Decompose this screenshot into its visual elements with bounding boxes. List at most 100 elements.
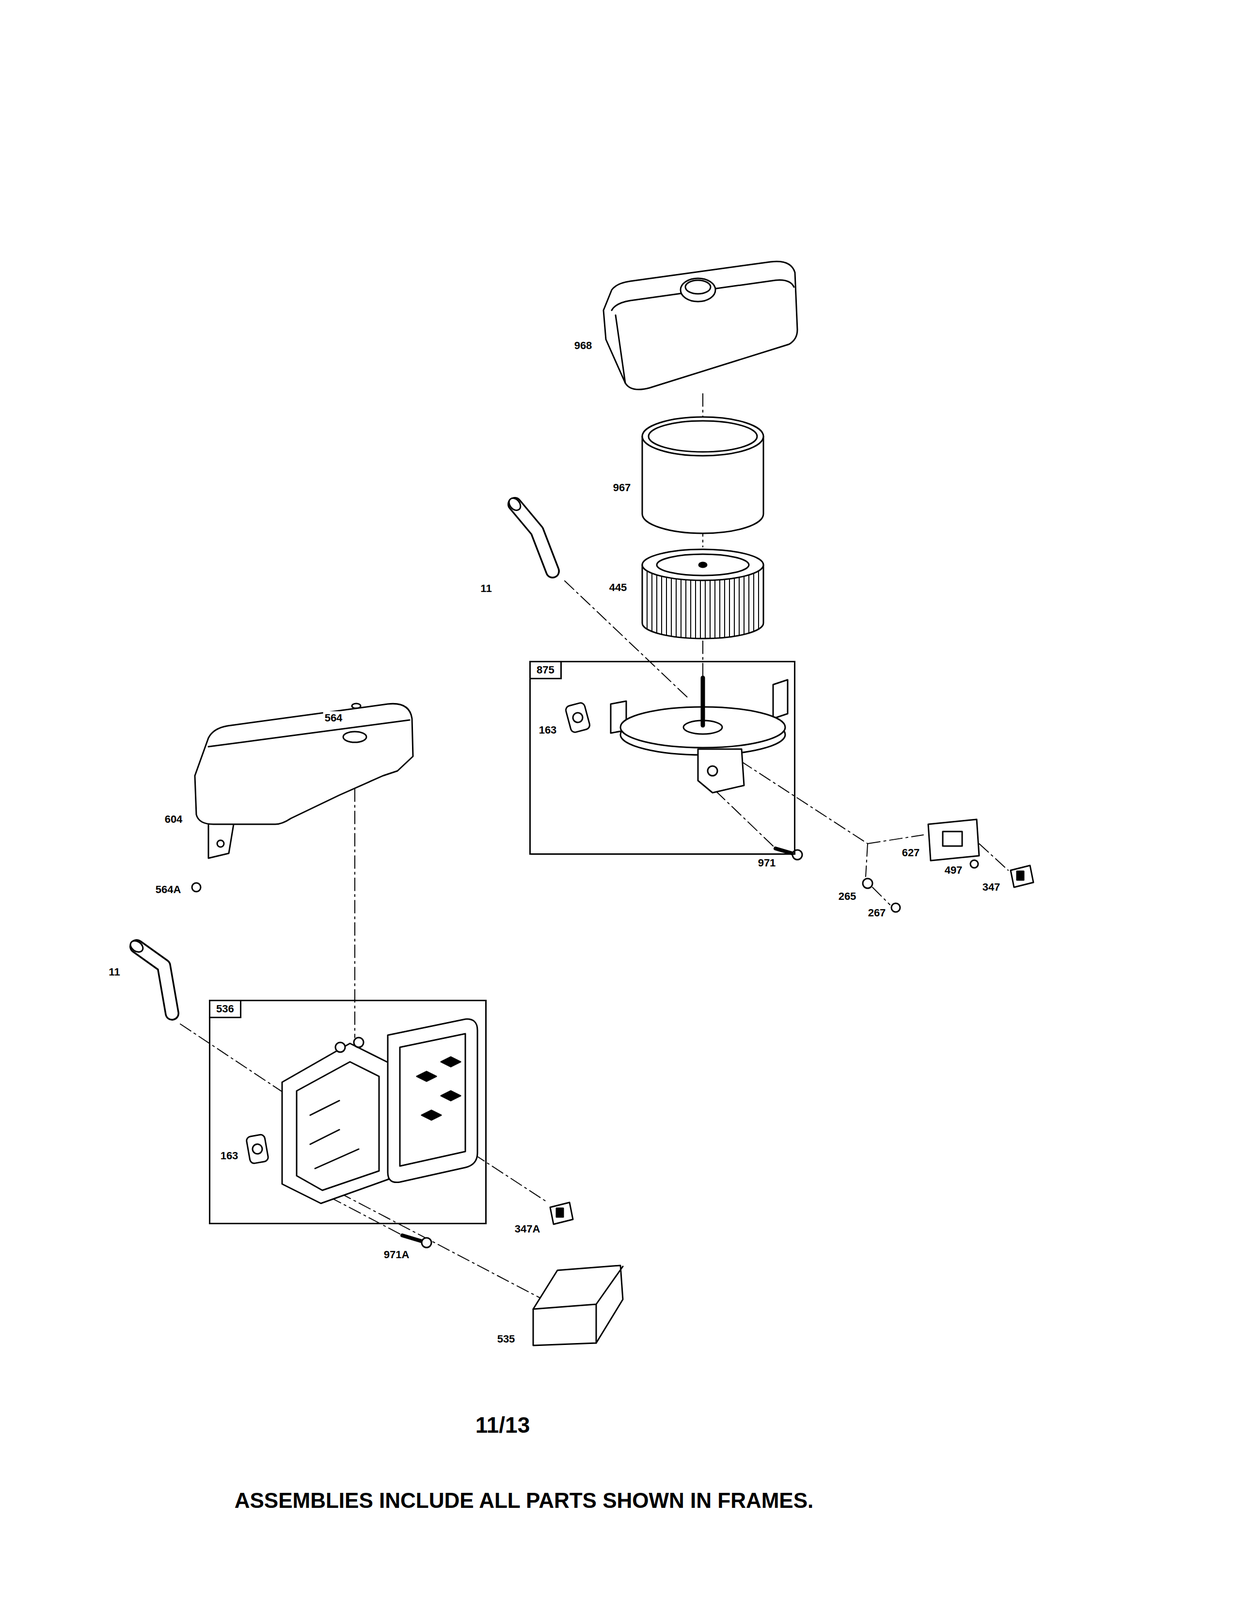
bolt [402,1235,422,1241]
cover-knob [680,278,716,302]
callout-label: 265 [837,889,858,904]
housing-cover [387,1018,478,1183]
center-line [702,393,704,417]
nut [191,882,201,892]
housing-base [282,1043,389,1204]
callout-label: 971A [382,1247,412,1262]
callout-number: 11 [480,582,492,595]
cover-rim [399,1033,466,1166]
washer [862,878,873,888]
callout-label: 968 [572,338,594,353]
foam-element [533,1265,623,1346]
callout-number: 564 [324,711,343,725]
air-filter [642,549,764,639]
callout-label: 11 [478,581,493,596]
screw-head [353,1037,364,1047]
leader-line [712,787,774,846]
cover-outline [194,703,413,824]
air-cleaner-cover [603,261,798,390]
callout-number: 11 [108,965,120,979]
leader-line [979,843,1009,871]
air-cleaner-base [564,677,803,860]
caption: ASSEMBLIES INCLUDE ALL PARTS SHOWN IN FR… [234,1488,814,1513]
callout-label: 347A [513,1221,542,1236]
callout-number: 535 [497,1332,516,1346]
callout-label: 535 [495,1331,517,1346]
screw-head [335,1042,346,1052]
breather-tube [128,938,173,1014]
callout-number: 968 [574,339,593,352]
callout-label: 564A [154,882,183,897]
callout-number: 163 [220,1149,239,1162]
callout-number: 564A [155,883,182,896]
gasket [245,1133,269,1164]
page-number: 11/13 [475,1411,531,1438]
callout-number: 604 [164,812,183,826]
callout-number: 971A [383,1248,410,1261]
caption-box: ASSEMBLIES INCLUDE ALL PARTS SHOWN IN FR… [234,1488,814,1513]
leader-line [872,887,890,905]
gasket [564,701,591,733]
callout-number: 347 [982,880,1001,894]
callout-number: 967 [613,481,632,494]
assembly-frame: 875 [529,660,796,855]
callout-number: 267 [868,906,887,920]
cover [191,703,413,892]
assembly-number: 536 [216,1002,235,1015]
nut [891,903,901,912]
filter-top [656,554,749,576]
callout-label: 445 [607,580,629,595]
callout-number: 627 [902,846,920,859]
center-line [702,640,704,677]
stud [700,677,706,726]
housing-inner [296,1061,380,1190]
foam-edge [533,1266,623,1343]
breather-tube [506,495,553,571]
callout-number: 445 [609,581,628,594]
cover-edge [615,315,626,383]
housing-ribs [310,1100,359,1169]
callout-label: 347 [981,880,1002,894]
bolt [775,848,793,854]
switch-contact [1016,871,1024,880]
pre-cleaner-top [642,416,764,456]
callout-label: 267 [866,905,888,920]
leader-line [865,843,868,877]
tab-hole [217,839,224,847]
callout-number: 347A [514,1222,541,1236]
plate-slot [942,831,963,846]
leader-line [339,1192,543,1300]
filter-top [642,549,764,581]
callout-label: 11/13 [474,1410,532,1439]
callout-label: 11 [107,965,122,979]
leader-lines [180,393,1009,1300]
callout-label: 604 [163,812,185,826]
cover-slots [416,1056,461,1120]
plate [928,819,980,861]
cover-tab [208,824,234,858]
switch [1010,865,1034,888]
assembly-number: 875 [536,663,555,677]
leader-line [867,834,924,844]
pre-cleaner-rim [648,420,758,452]
pre-cleaner [642,416,764,534]
cover-knob [685,280,711,294]
callout-label: 967 [611,480,633,495]
callout-label: 163 [537,723,559,737]
cover-edge [208,719,410,747]
callout-number: 265 [838,889,857,903]
callout-label: 971 [756,855,778,870]
base-wall [773,679,788,719]
cover-outline [603,261,798,390]
bolt-head [792,849,803,860]
callout-label: 627 [900,845,922,860]
bolt-head [421,1237,432,1248]
callout-label: 163 [219,1148,240,1163]
switch [550,1202,573,1224]
screw [970,859,979,868]
frame-tab: 875 [530,662,562,680]
air-cleaner-housing [245,1018,478,1248]
callout-number: 971 [758,856,777,870]
